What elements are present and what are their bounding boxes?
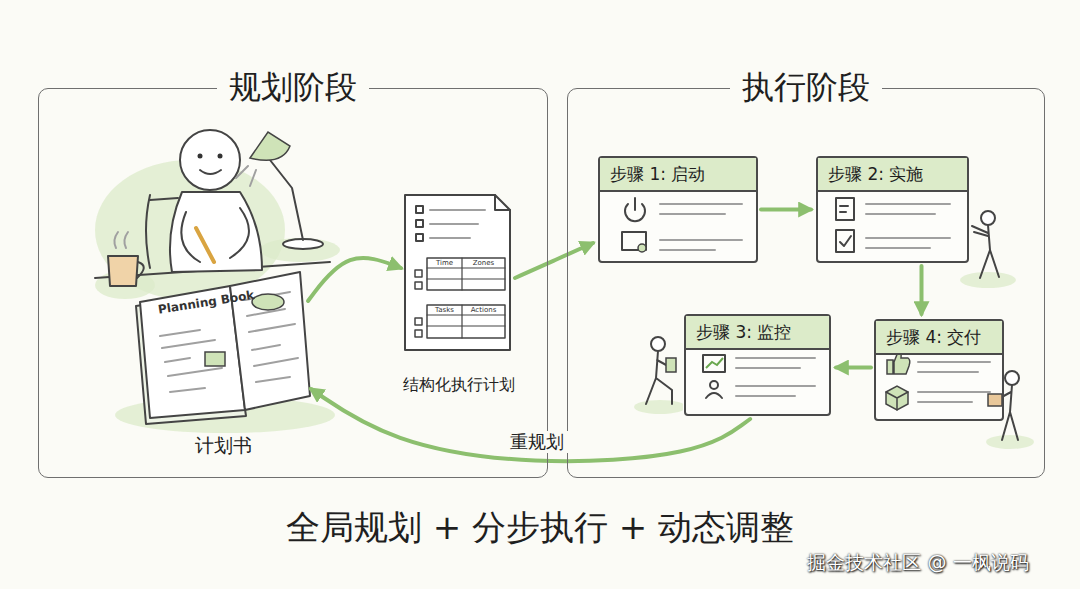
illustration-stroke bbox=[198, 154, 203, 159]
illustration-stroke bbox=[815, 155, 968, 262]
illustration-stroke bbox=[427, 258, 505, 290]
table-header: Tasks bbox=[427, 305, 462, 315]
step-box: 步骤 1: 启动 bbox=[598, 156, 758, 263]
illustration-stroke bbox=[146, 195, 150, 268]
illustration-stroke bbox=[886, 386, 908, 410]
plan-document: 结构化执行计划 bbox=[406, 196, 511, 351]
illustration-stroke bbox=[416, 206, 423, 213]
illustration-stroke bbox=[683, 313, 830, 415]
illustration-stroke bbox=[416, 234, 423, 241]
phase-panel: 执行阶段步骤 1: 启动步骤 2: 实施步骤 3: 监控步骤 4: 交付 bbox=[567, 88, 1045, 478]
caption-label: 计划书 bbox=[195, 433, 252, 459]
illustration-stroke bbox=[918, 362, 990, 402]
book-cover-text: Planning Book bbox=[157, 288, 255, 317]
illustration-stroke bbox=[252, 294, 284, 310]
illustration-stroke bbox=[886, 392, 908, 410]
planning-book: Planning Book计划书 bbox=[141, 273, 306, 421]
illustration-stroke bbox=[427, 258, 505, 290]
illustration-stroke bbox=[638, 244, 646, 252]
step-title: 步骤 2: 实施 bbox=[818, 158, 967, 192]
illustration-stroke bbox=[986, 435, 1034, 449]
illustration-stroke bbox=[180, 130, 240, 190]
illustration-stroke bbox=[981, 211, 995, 225]
illustration-stroke bbox=[840, 236, 851, 246]
caption: 全局规划 + 分步执行 + 动态调整 bbox=[0, 506, 1080, 548]
illustration-stroke bbox=[651, 337, 665, 351]
illustration-stroke bbox=[988, 394, 1002, 406]
illustration-stroke bbox=[736, 358, 815, 396]
illustration-stroke bbox=[597, 155, 757, 262]
step-title: 步骤 4: 交付 bbox=[876, 321, 1002, 355]
illustration-stroke bbox=[150, 198, 178, 200]
illustration-stroke bbox=[430, 210, 485, 238]
illustration-stroke bbox=[196, 228, 214, 262]
illustration-stroke bbox=[960, 272, 1016, 288]
illustration-stroke bbox=[427, 305, 505, 338]
illustration-stroke bbox=[873, 318, 1003, 420]
illustration-stroke bbox=[200, 170, 221, 174]
illustration-stroke bbox=[416, 220, 423, 227]
illustration-stroke bbox=[836, 198, 854, 220]
illustration-stroke bbox=[137, 262, 144, 278]
illustration-stroke bbox=[415, 330, 422, 337]
illustration-stroke bbox=[887, 352, 910, 374]
phase-panel: 规划阶段Planning Book计划书结构化执行计划 bbox=[38, 88, 548, 478]
flow-arrow bbox=[761, 208, 811, 212]
illustration-stroke bbox=[405, 195, 510, 350]
illustration-stroke bbox=[415, 282, 422, 289]
illustration-stroke bbox=[270, 160, 303, 240]
illustration-stroke bbox=[634, 198, 636, 210]
flow-arrow bbox=[920, 266, 924, 314]
illustration-stroke bbox=[114, 232, 128, 248]
illustration-stroke bbox=[840, 206, 848, 212]
step-title: 步骤 1: 启动 bbox=[600, 158, 756, 192]
illustration-stroke bbox=[836, 230, 854, 252]
flow-arrow bbox=[515, 243, 593, 278]
illustration-stroke bbox=[666, 358, 676, 372]
illustration-stroke bbox=[205, 352, 225, 366]
illustration-stroke bbox=[660, 204, 742, 250]
table-header: Time bbox=[427, 258, 462, 268]
edge-label: 重规划 bbox=[506, 431, 568, 453]
illustration-stroke bbox=[972, 225, 999, 278]
illustration-stroke bbox=[250, 132, 290, 160]
caption-label: 结构化执行计划 bbox=[403, 375, 515, 396]
illustration-stroke bbox=[703, 355, 725, 372]
flow-arrow bbox=[308, 258, 401, 301]
flow-arrow bbox=[836, 366, 871, 370]
illustration-stroke bbox=[181, 212, 200, 262]
illustration-stroke bbox=[170, 192, 262, 272]
illustration-stroke bbox=[427, 305, 505, 338]
table-header: Zones bbox=[462, 258, 505, 268]
illustration-stroke bbox=[108, 256, 138, 286]
illustration-stroke bbox=[218, 154, 223, 159]
step-box: 步骤 4: 交付 bbox=[874, 319, 1004, 421]
phase-heading: 执行阶段 bbox=[730, 67, 882, 107]
illustration-stroke bbox=[866, 204, 950, 248]
step-title: 步骤 3: 监控 bbox=[686, 316, 829, 350]
step-box: 步骤 2: 实施 bbox=[816, 156, 969, 263]
illustration-stroke bbox=[230, 208, 249, 258]
phase-heading: 规划阶段 bbox=[217, 67, 369, 107]
table-header: Actions bbox=[462, 305, 505, 315]
illustration-stroke bbox=[706, 358, 723, 368]
illustration-stroke bbox=[245, 292, 298, 382]
illustration-stroke bbox=[634, 400, 686, 414]
watermark: 掘金技术社区 @ 一枫说码 bbox=[770, 550, 1066, 574]
illustration-stroke bbox=[260, 238, 340, 262]
illustration-stroke bbox=[710, 381, 718, 389]
illustration-stroke bbox=[415, 270, 422, 277]
illustration-stroke bbox=[415, 318, 422, 325]
illustration-stroke bbox=[706, 393, 722, 398]
illustration-stroke bbox=[495, 195, 510, 210]
illustration-stroke bbox=[236, 166, 256, 186]
step-box: 步骤 3: 监控 bbox=[684, 314, 831, 416]
illustration-stroke bbox=[1005, 371, 1019, 385]
